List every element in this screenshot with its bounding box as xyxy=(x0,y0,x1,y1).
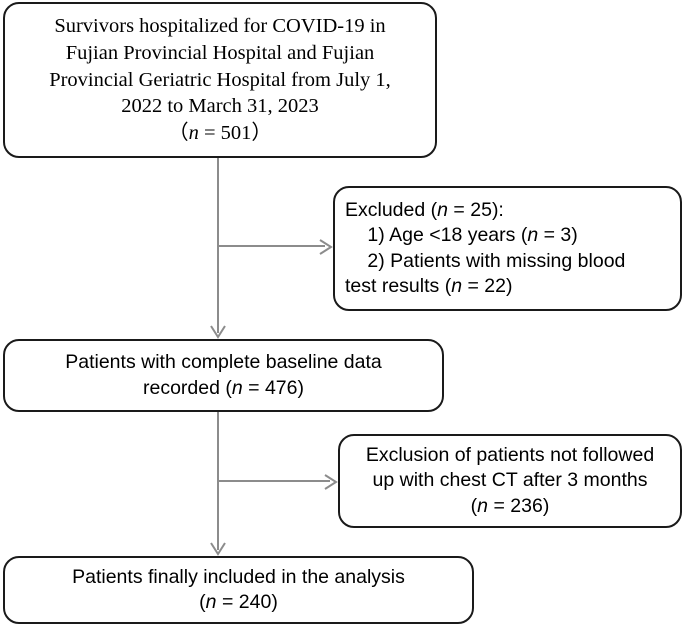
baseline-line-1: Patients with complete baseline data xyxy=(65,351,382,374)
excluded-2-line-3: (n = 236) xyxy=(350,494,670,519)
source-count-eq: = xyxy=(198,121,221,144)
excluded-1-item-2-value: 22 xyxy=(484,274,506,297)
baseline-line-2-var: n xyxy=(231,376,243,399)
excluded-2-line-3-value: 236 xyxy=(510,494,543,517)
excluded-1-item-2-eq: = xyxy=(462,274,485,297)
final-line-2: (n = 240) xyxy=(15,590,462,615)
excluded-2-line-1: Exclusion of patients not followed xyxy=(365,443,655,466)
excluded-1-item-1-value: 3 xyxy=(560,224,572,247)
source-count: （n = 501） xyxy=(15,120,425,147)
excluded-2-line-2: up with chest CT after 3 months xyxy=(372,469,648,492)
excluded-2-line-3-suffix: ) xyxy=(542,494,550,517)
baseline-line-2-suffix: ) xyxy=(297,376,305,399)
node-excluded-1: Excluded (n = 25): 1) Age <18 years (n =… xyxy=(333,186,682,311)
excluded-1-item-2: 2) Patients with missing blood xyxy=(367,249,626,272)
excluded-1-header-var: n xyxy=(437,198,448,221)
final-line-2-prefix: ( xyxy=(199,591,206,613)
source-line-3: Provincial Geriatric Hospital from July … xyxy=(49,68,391,91)
source-count-var: n xyxy=(188,121,199,144)
excluded-1-header-label: Excluded ( xyxy=(345,198,438,221)
baseline-line-2-eq: = xyxy=(242,376,265,399)
baseline-line-2-value: 476 xyxy=(264,376,298,399)
source-count-prefix: （ xyxy=(168,121,189,144)
excluded-1-header-eq: = xyxy=(448,198,471,221)
excluded-1-header: Excluded (n = 25): xyxy=(345,198,670,223)
excluded-1-item-1-eq: = xyxy=(538,224,561,247)
node-source-cohort: Survivors hospitalized for COVID-19 in F… xyxy=(3,2,437,158)
node-excluded-2: Exclusion of patients not followed up wi… xyxy=(338,434,682,528)
excluded-1-item-2-var: n xyxy=(451,274,463,297)
final-line-2-value: 240 xyxy=(238,591,272,613)
excluded-1-item-2-wrap: test results (n = 22) xyxy=(345,274,670,299)
excluded-1-item-2-suffix: ) xyxy=(506,274,513,297)
excluded-1-header-suffix: ): xyxy=(491,198,504,221)
excluded-1-item-1-label: 1) Age <18 years ( xyxy=(367,224,528,247)
connector-source-to-excluded-1-stem xyxy=(217,245,325,247)
baseline-line-2-prefix: recorded ( xyxy=(142,376,232,399)
excluded-1-header-value: 25 xyxy=(470,198,492,221)
excluded-2-line-3-prefix: ( xyxy=(470,494,478,517)
final-line-1: Patients finally included in the analysi… xyxy=(72,565,405,588)
excluded-1-item-1: 1) Age <18 years (n = 3) xyxy=(345,223,670,248)
node-final-analysis: Patients finally included in the analysi… xyxy=(3,556,474,624)
final-line-2-eq: = xyxy=(216,591,239,613)
excluded-1-item-1-suffix: ) xyxy=(571,224,578,247)
final-line-2-var: n xyxy=(205,591,217,613)
baseline-line-2: recorded (n = 476) xyxy=(15,376,432,401)
source-line-2: Fujian Provincial Hospital and Fujian xyxy=(65,42,375,65)
final-line-2-suffix: ) xyxy=(271,591,278,613)
arrowhead-source-to-baseline xyxy=(210,325,226,339)
excluded-1-item-2-wrap-label: test results ( xyxy=(345,274,452,297)
node-baseline: Patients with complete baseline data rec… xyxy=(3,339,444,412)
connector-baseline-to-excluded-2-stem xyxy=(217,480,330,482)
excluded-1-item-1-var: n xyxy=(527,224,539,247)
source-count-value: 501 xyxy=(220,121,252,144)
source-count-suffix: ） xyxy=(251,121,272,144)
excluded-2-line-3-var: n xyxy=(477,494,489,517)
source-line-1: Survivors hospitalized for COVID-19 in xyxy=(54,15,386,38)
arrowhead-baseline-to-excluded-2 xyxy=(324,474,338,490)
excluded-2-line-3-eq: = xyxy=(488,494,511,517)
arrowhead-baseline-to-final xyxy=(210,542,226,556)
arrowhead-source-to-excluded-1 xyxy=(319,239,333,255)
source-line-4: 2022 to March 31, 2023 xyxy=(121,95,319,118)
